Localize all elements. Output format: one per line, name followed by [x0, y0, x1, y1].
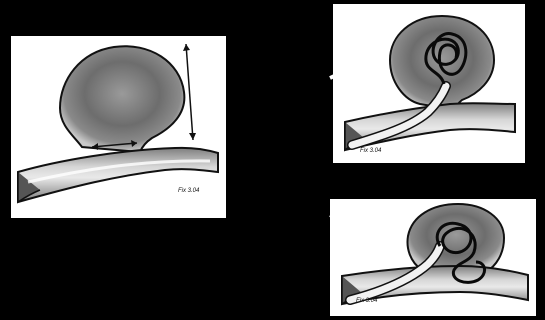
connector-stroke: [216, 176, 222, 177]
signature: Fix 3.04: [178, 188, 200, 194]
signature: Fix 3.04: [356, 298, 378, 304]
connector-stroke: [210, 116, 221, 118]
panel-coil-partially-deployed: Fix 3.04: [330, 199, 536, 316]
panel-coil-catheter-in-sac: Fix 3.04: [333, 4, 525, 163]
panel-aneurysm: Fix 3.04: [11, 36, 226, 218]
signature: Fix 3.04: [360, 148, 382, 154]
aneurysm-sac: [408, 204, 504, 272]
